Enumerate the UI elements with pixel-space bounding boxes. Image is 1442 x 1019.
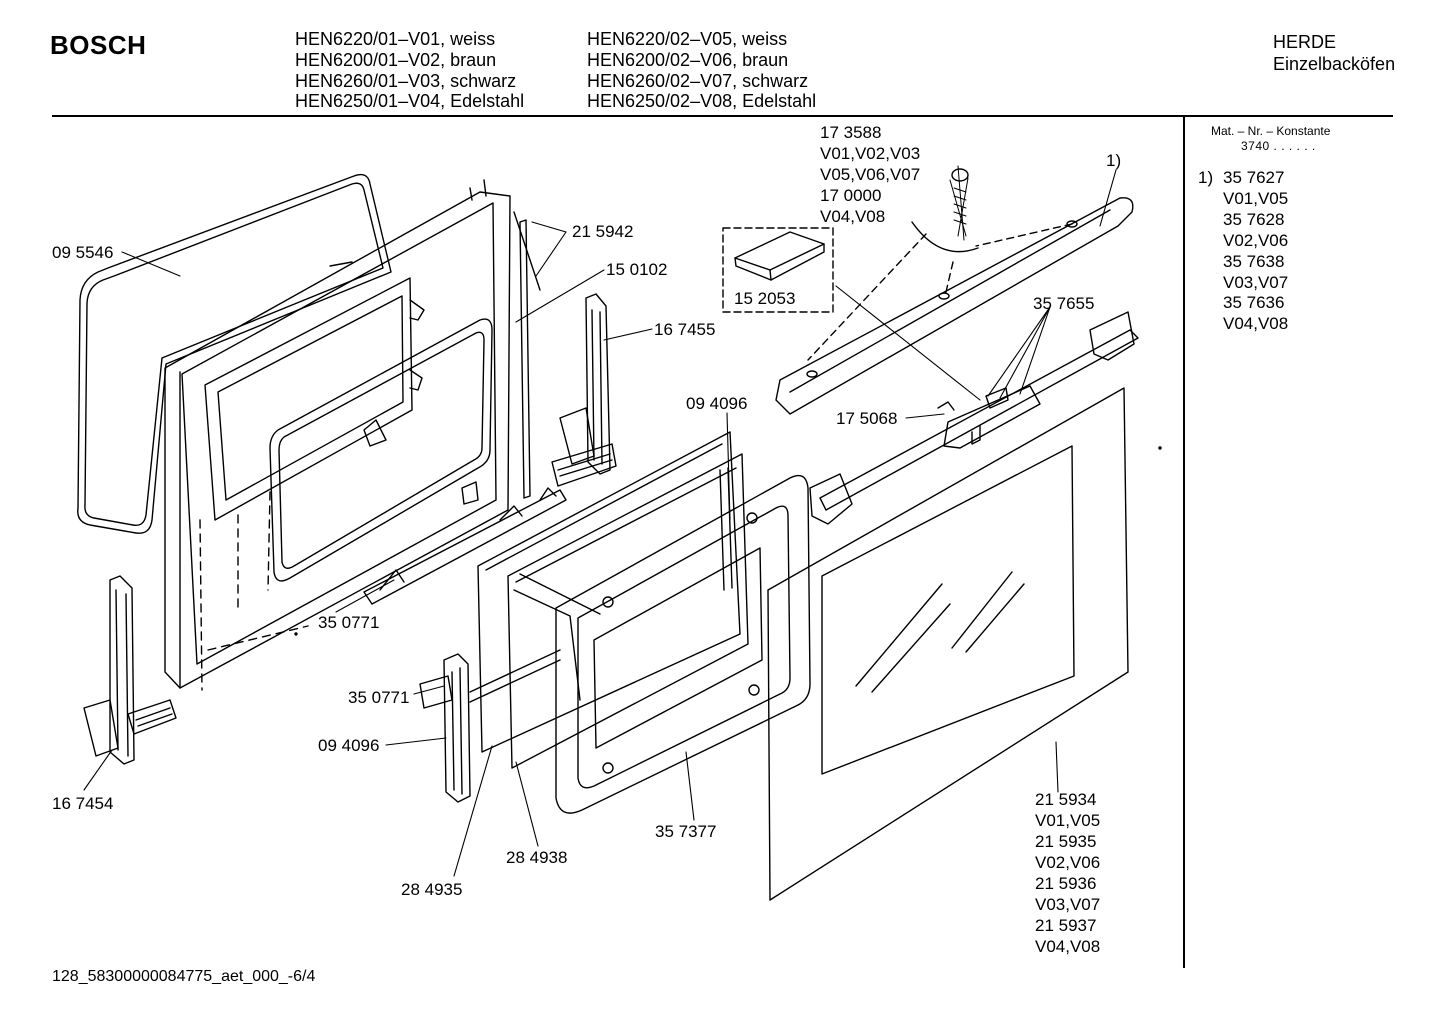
part-label-357655: 35 7655 xyxy=(1033,294,1095,313)
glass-part-line: 21 5935 xyxy=(1035,832,1097,851)
footnote-line: V02,V06 xyxy=(1223,230,1289,250)
glass-part-line: V04,V08 xyxy=(1035,937,1101,956)
outer-glass-panel-095546 xyxy=(77,173,392,534)
handle-profile xyxy=(775,197,1134,415)
seal-strip xyxy=(513,211,541,499)
part-label-167454: 16 7454 xyxy=(52,794,114,813)
part-label-357377: 35 7377 xyxy=(655,822,717,841)
product-category: HERDE Einzelbacköfen xyxy=(1273,31,1395,75)
part-label-350771: 35 0771 xyxy=(318,613,380,632)
part-label-094096: 09 4096 xyxy=(686,394,748,413)
part-label-350771: 35 0771 xyxy=(348,688,410,707)
part-label-095546: 09 5546 xyxy=(52,243,114,262)
model-line: HEN6220/01–V01, weiss xyxy=(295,29,496,49)
part-label-284938: 28 4938 xyxy=(506,848,568,867)
part-label-152053: 15 2053 xyxy=(734,289,796,308)
glass-part-line: 21 5937 xyxy=(1035,916,1097,935)
screw-part-line: 17 0000 xyxy=(820,186,882,205)
footnote-line: 35 7636 xyxy=(1223,293,1285,313)
sidebar-divider xyxy=(1183,116,1185,968)
footnote-reference: 1) xyxy=(1106,151,1122,170)
screw-part-block: 17 3588 V01,V02,V03 V05,V06,V07 17 0000 … xyxy=(820,122,920,227)
footnote-line: V01,V05 xyxy=(1223,188,1289,208)
footnote-line: 35 7627 xyxy=(1223,168,1285,187)
model-line: HEN6260/01–V03, schwarz xyxy=(295,70,517,91)
model-line: HEN6250/02–V08, Edelstahl xyxy=(587,91,817,112)
drawing-code: 128_58300000084775_aet_000_-6/4 xyxy=(52,968,316,985)
assembly-guide-lines xyxy=(199,491,309,691)
model-line: HEN6260/02–V07, schwarz xyxy=(587,70,809,91)
header-divider xyxy=(52,115,1393,117)
glass-panel-284938 xyxy=(507,453,749,769)
footnote-line: V04,V08 xyxy=(1223,314,1289,334)
glass-part-line: V02,V06 xyxy=(1035,853,1101,872)
screw-detail xyxy=(807,165,1073,361)
glass-part-line: V03,V07 xyxy=(1035,895,1101,914)
inner-frame-357377 xyxy=(555,467,811,814)
brand-logo: BOSCH xyxy=(50,30,147,60)
glass-part-line: V01,V05 xyxy=(1035,811,1101,830)
material-number-value: 3740 . . . . . . xyxy=(1241,139,1316,153)
category-title: HERDE xyxy=(1273,32,1337,52)
side-clip-094096 xyxy=(419,649,561,803)
outer-glass-215934 xyxy=(767,387,1129,901)
glass-part-block: 21 5934 V01,V05 21 5935 V02,V06 21 5936 … xyxy=(1035,789,1100,957)
model-line: HEN6250/01–V04, Edelstahl xyxy=(295,91,525,112)
part-label-094096: 09 4096 xyxy=(318,736,380,755)
bottom-rail-350771 xyxy=(363,487,567,605)
part-label-284935: 28 4935 xyxy=(401,880,463,899)
material-number-block: Mat. – Nr. – Konstante 3740 . . . . . . xyxy=(1211,124,1330,154)
model-line: HEN6200/01–V02, braun xyxy=(295,49,497,70)
footnote-line: 35 7628 xyxy=(1223,209,1285,229)
part-label-175068: 17 5068 xyxy=(836,409,898,428)
screw-part-line: V01,V02,V03 xyxy=(820,144,921,163)
footnote-line: 35 7638 xyxy=(1223,251,1285,271)
screw-part-line: 17 3588 xyxy=(820,123,882,142)
part-label-167455: 16 7455 xyxy=(654,320,716,339)
glass-part-line: 21 5934 xyxy=(1035,790,1097,809)
hinge-left-167454 xyxy=(83,575,177,765)
model-line: HEN6220/02–V05, weiss xyxy=(587,29,788,49)
category-subtitle: Einzelbacköfen xyxy=(1273,54,1396,74)
glass-panel-284935 xyxy=(477,431,741,753)
handle-rail xyxy=(809,311,1139,525)
hinge-right-167455 xyxy=(551,293,617,487)
screw-part-line: V04,V08 xyxy=(820,207,886,226)
leader-lines xyxy=(83,169,1117,877)
footnote-variant-list: 35 7627 V01,V05 35 7628 V02,V06 35 7638 … xyxy=(1223,168,1288,335)
screw-part-line: V05,V06,V07 xyxy=(820,165,921,184)
inner-door-frame xyxy=(164,179,511,689)
footnote-line: V03,V07 xyxy=(1223,272,1289,292)
footnote-marker: 1) xyxy=(1198,168,1214,187)
glass-part-line: 21 5936 xyxy=(1035,874,1097,893)
model-list-left: HEN6220/01–V01, weiss HEN6200/01–V02, br… xyxy=(295,29,524,112)
material-number-label: Mat. – Nr. – Konstante xyxy=(1211,124,1331,138)
model-line: HEN6200/02–V06, braun xyxy=(587,49,789,70)
part-label-215942: 21 5942 xyxy=(572,222,634,241)
model-list-right: HEN6220/02–V05, weiss HEN6200/02–V06, br… xyxy=(587,29,816,112)
part-label-150102: 15 0102 xyxy=(606,260,668,279)
component-152053 xyxy=(722,227,834,313)
